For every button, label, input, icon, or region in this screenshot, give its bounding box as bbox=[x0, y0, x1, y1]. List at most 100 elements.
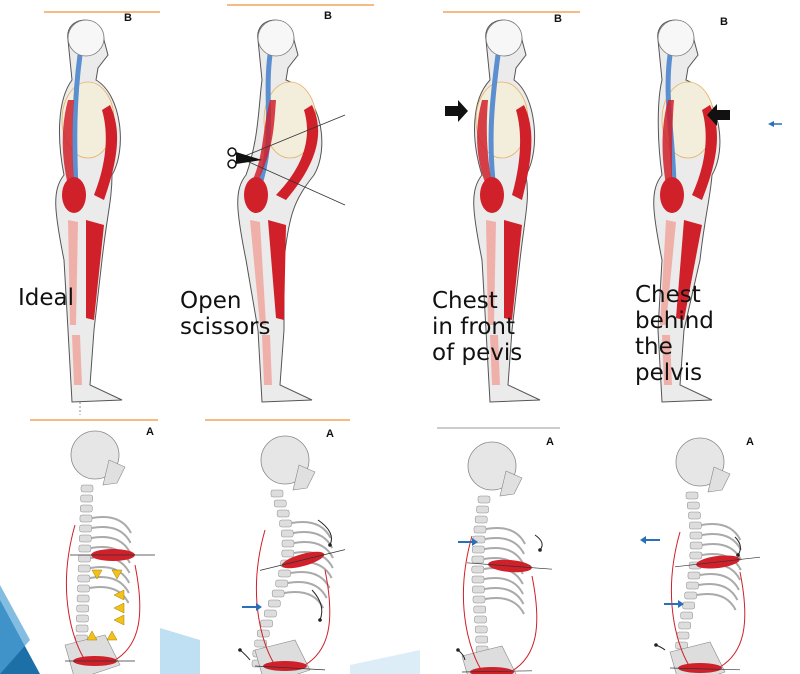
rib bbox=[91, 536, 132, 554]
yellow-arrow-icon bbox=[113, 602, 125, 614]
vertebra bbox=[268, 599, 281, 608]
rib bbox=[89, 586, 130, 604]
thigh-muscle bbox=[86, 220, 104, 320]
vertebra bbox=[689, 521, 702, 530]
blue-arrow-icon bbox=[256, 603, 262, 611]
vertebra bbox=[79, 514, 93, 523]
vertebra bbox=[270, 489, 284, 498]
vertebra bbox=[678, 621, 691, 630]
rib bbox=[91, 526, 132, 544]
curved-arrow-icon bbox=[317, 519, 332, 546]
spine-skeleton-1 bbox=[64, 430, 155, 674]
rib bbox=[701, 533, 742, 551]
curved-arrow-head bbox=[538, 548, 542, 552]
back-line bbox=[462, 535, 483, 672]
vertebra bbox=[474, 625, 488, 634]
vertebra bbox=[687, 501, 700, 510]
hamstring-muscle bbox=[250, 220, 266, 325]
blue-arrow-icon bbox=[678, 600, 684, 608]
panel-letter-a2: A bbox=[326, 428, 334, 440]
rib bbox=[701, 543, 743, 561]
vertebra bbox=[78, 534, 92, 543]
vertebra bbox=[257, 629, 270, 638]
panel-letter-a4: A bbox=[746, 436, 754, 448]
skull bbox=[675, 437, 725, 487]
jaw bbox=[499, 470, 523, 497]
rib bbox=[696, 593, 737, 611]
rib bbox=[287, 581, 328, 599]
vertebra bbox=[276, 509, 290, 518]
vertebra bbox=[687, 571, 701, 580]
standing-figure-1 bbox=[55, 19, 123, 403]
vertebra bbox=[77, 584, 90, 593]
vertebra bbox=[686, 581, 699, 590]
jaw bbox=[292, 464, 316, 491]
back-line bbox=[670, 531, 691, 668]
label-chest-in-front: Chest in front of pevis bbox=[432, 288, 523, 366]
vertebra bbox=[472, 585, 485, 594]
vertebra bbox=[275, 579, 288, 588]
skull bbox=[70, 430, 120, 480]
vertebra bbox=[473, 525, 487, 534]
label-ideal: Ideal bbox=[18, 285, 75, 311]
vertebra bbox=[78, 554, 91, 563]
slide-decoration bbox=[0, 585, 30, 674]
vertebra bbox=[271, 589, 285, 598]
curved-arrow-head bbox=[736, 553, 740, 557]
back-line bbox=[255, 529, 276, 666]
jaw bbox=[102, 459, 126, 486]
vertebra bbox=[77, 574, 91, 583]
scissors-handle bbox=[227, 159, 237, 169]
curved-arrow-head bbox=[318, 618, 322, 622]
yellow-arrow-icon bbox=[111, 569, 123, 580]
rib bbox=[484, 587, 525, 605]
vertebra bbox=[76, 594, 90, 603]
rib bbox=[91, 516, 132, 534]
rib bbox=[90, 566, 131, 584]
abdominal-muscle bbox=[276, 105, 319, 200]
abdominal-line bbox=[114, 564, 141, 661]
abdominal-line bbox=[719, 571, 746, 668]
spine bbox=[72, 54, 83, 191]
curved-arrow-icon bbox=[311, 589, 323, 621]
spine bbox=[488, 54, 501, 191]
vertebra bbox=[80, 494, 93, 503]
rib bbox=[293, 541, 334, 559]
vertebra bbox=[682, 601, 695, 610]
vertebra bbox=[76, 614, 89, 623]
abdominal-line bbox=[511, 575, 538, 672]
panel-letter-b4: B bbox=[720, 16, 728, 28]
vertebra bbox=[471, 575, 485, 584]
gluteal-muscle bbox=[244, 177, 268, 213]
back-muscle bbox=[62, 100, 74, 185]
diaphragm-axis bbox=[466, 562, 553, 570]
vertebra bbox=[77, 564, 91, 573]
diaphragm-axis bbox=[259, 549, 346, 571]
hamstring-muscle bbox=[68, 220, 78, 325]
curved-arrow-icon bbox=[534, 534, 543, 551]
back-muscle bbox=[477, 100, 492, 185]
vertebra bbox=[471, 555, 485, 564]
blue-arrow-icon bbox=[472, 538, 478, 546]
jaw bbox=[707, 466, 731, 493]
scissors-line bbox=[239, 157, 346, 206]
vertebra bbox=[476, 505, 489, 514]
scissors-icon bbox=[227, 147, 262, 169]
yellow-arrow-icon bbox=[91, 569, 103, 580]
vertebra bbox=[684, 591, 697, 600]
scissors-handle bbox=[227, 147, 237, 157]
rib bbox=[293, 531, 334, 549]
rib bbox=[484, 597, 525, 615]
skull bbox=[257, 19, 295, 57]
vertebra bbox=[75, 624, 89, 633]
hamstring-muscle bbox=[660, 220, 676, 325]
rib bbox=[698, 583, 739, 601]
rib bbox=[291, 521, 332, 539]
back-muscle bbox=[662, 100, 674, 185]
skull bbox=[260, 435, 310, 485]
rib bbox=[485, 527, 526, 545]
calf-muscle bbox=[490, 335, 500, 385]
vertebra bbox=[80, 484, 94, 493]
gluteal-muscle bbox=[660, 177, 684, 213]
calf-muscle bbox=[262, 335, 272, 385]
